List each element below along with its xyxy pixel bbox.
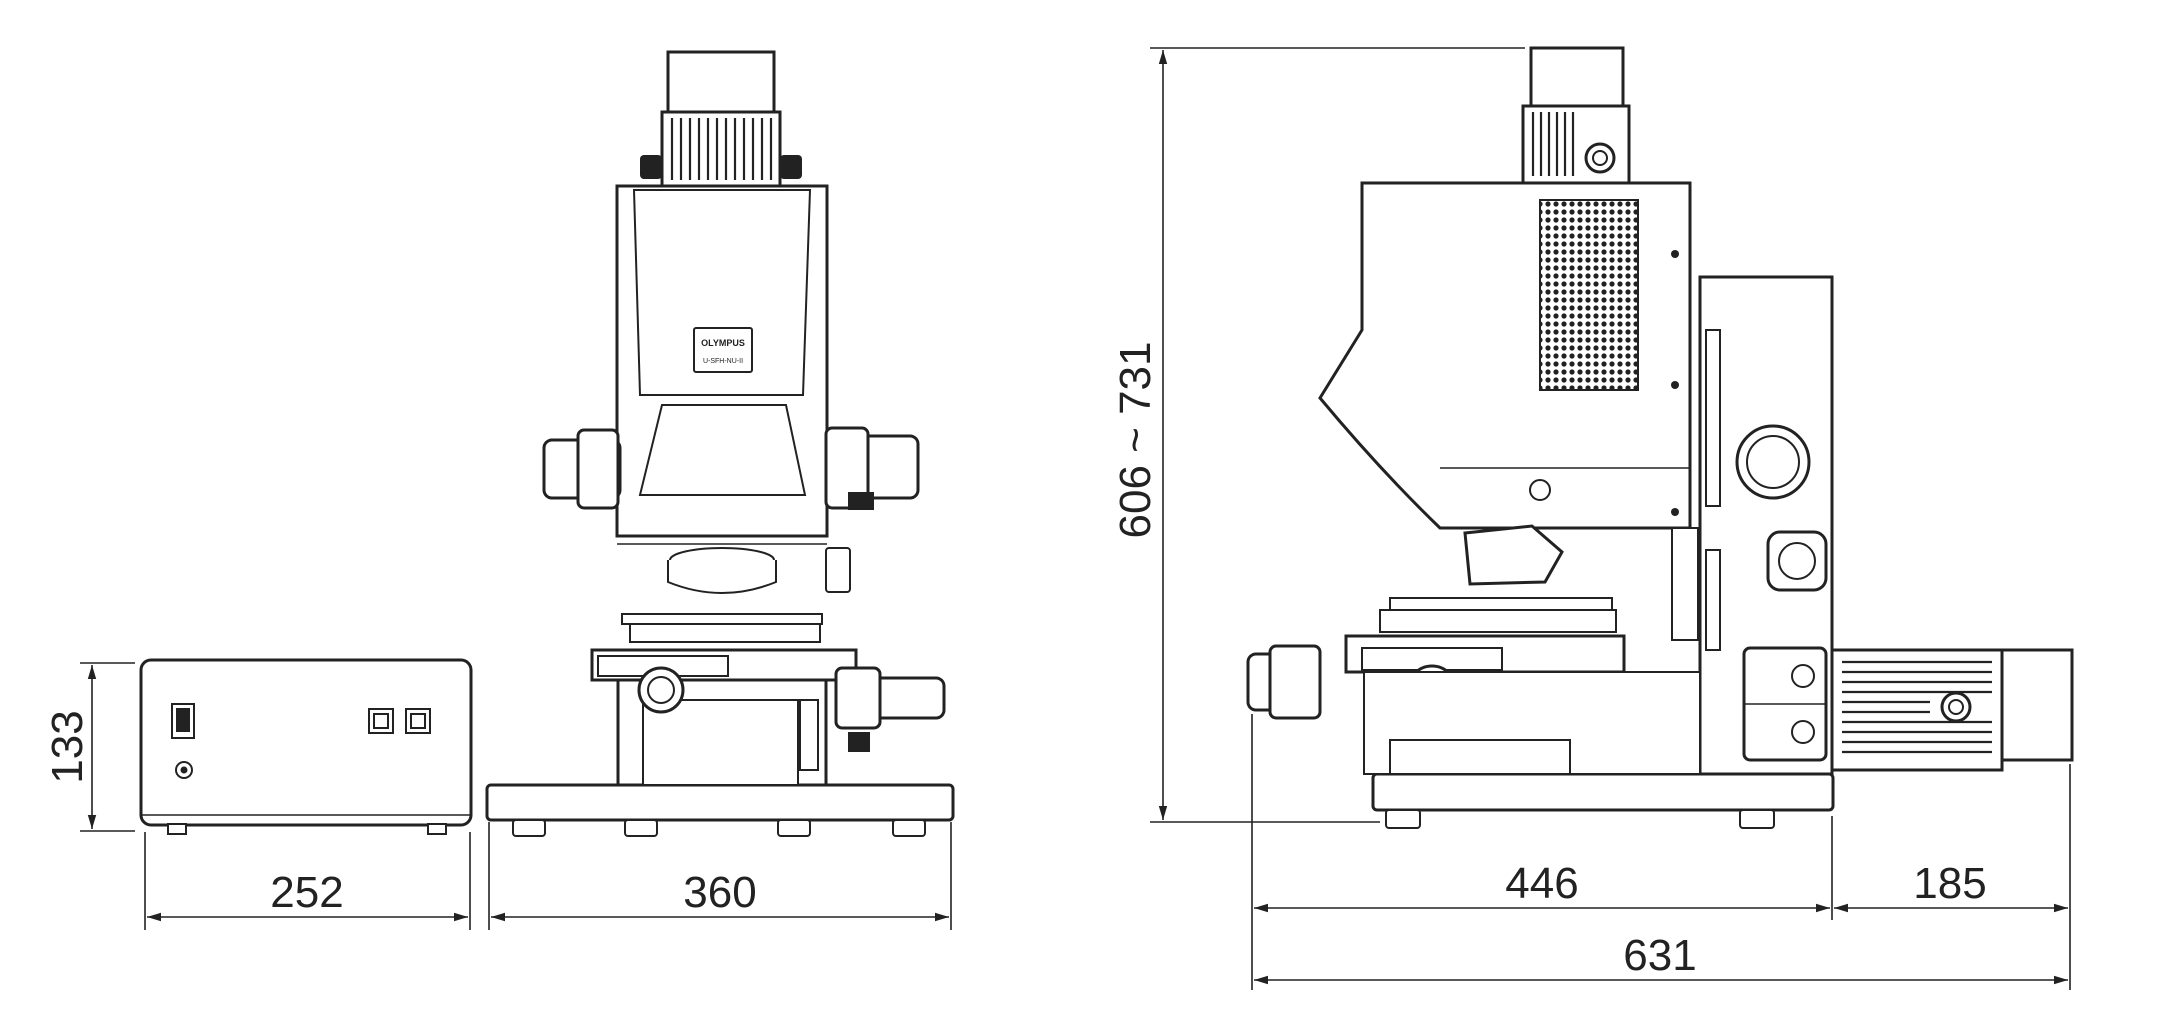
- controller-height-dimension: 133: [43, 662, 135, 832]
- side-total-depth-dimension: 631: [1254, 931, 2068, 985]
- controller-width-dimension: 252: [144, 832, 471, 930]
- controller-height-label: 133: [43, 710, 92, 783]
- power-switch-icon: [171, 703, 195, 739]
- side-base-depth-label: 446: [1505, 859, 1578, 908]
- front-width-label: 360: [683, 868, 756, 917]
- indicator-button-icon: [368, 708, 431, 734]
- controller-width-label: 252: [270, 868, 343, 917]
- model-label-text: U-SFH-NU-II: [703, 358, 743, 365]
- side-height-label: 606 ~ 731: [1111, 342, 1160, 539]
- side-base-depth-dimension: 446: [1251, 714, 1833, 990]
- controller-unit: [139, 658, 473, 835]
- microscope-front-view: OLYMPUS U-SFH-NU-II: [485, 50, 955, 837]
- side-lamp-depth-dimension: 185: [1834, 764, 2071, 990]
- microscope-side-view: [1246, 46, 2074, 829]
- side-height-dimension: 606 ~ 731: [1111, 47, 1525, 823]
- side-total-depth-label: 631: [1623, 931, 1696, 980]
- side-lamp-depth-label: 185: [1913, 859, 1986, 908]
- front-width-dimension: 360: [488, 822, 952, 930]
- connector-icon: [175, 761, 193, 779]
- brand-logo-text: OLYMPUS: [701, 338, 745, 348]
